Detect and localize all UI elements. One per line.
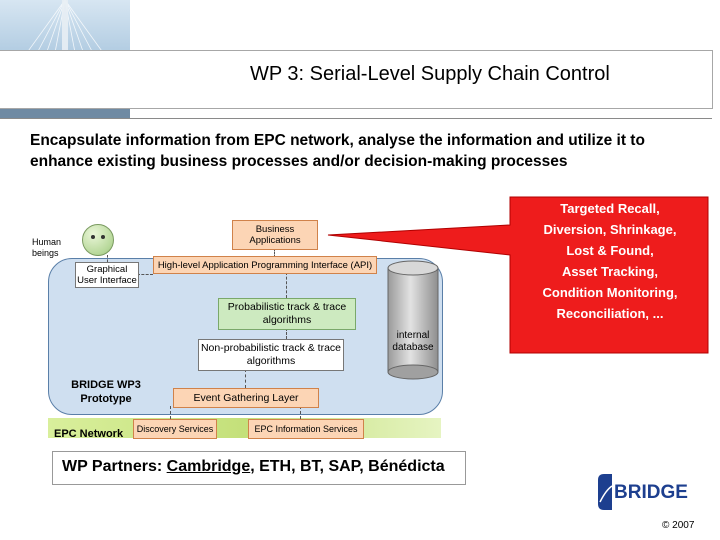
partners-prefix: WP Partners: — [62, 458, 163, 475]
connector-line — [300, 406, 301, 419]
bridge-prototype-label: BRIDGE WP3 Prototype — [71, 379, 141, 405]
connector-line — [137, 274, 153, 275]
bridge-logo-text: BRIDGE — [614, 482, 688, 503]
connector-line — [245, 369, 246, 388]
gui-box: Graphical User Interface — [75, 262, 139, 288]
intro-text: Encapsulate information from EPC network… — [30, 132, 645, 170]
api-label: High-level Application Programming Inter… — [157, 259, 373, 271]
business-applications-label: Business Applications — [249, 224, 301, 246]
use-case-line: Reconciliation, ... — [556, 306, 664, 321]
connector-line — [286, 328, 287, 339]
use-case-line: Condition Monitoring, — [542, 285, 678, 300]
use-case-line: Lost & Found, — [566, 243, 654, 258]
connector-line — [286, 272, 287, 298]
epc-information-services-box: EPC Information Services — [248, 419, 364, 439]
partners-rest: , ETH, BT, SAP, Bénédicta — [250, 458, 445, 475]
event-gathering-label: Event Gathering Layer — [193, 391, 299, 404]
database-cylinder-icon — [387, 260, 439, 380]
probabilistic-label: Probabilistic track & trace algorithms — [227, 301, 347, 326]
non-probabilistic-box: Non-probabilistic track & trace algorith… — [198, 339, 344, 371]
business-applications-box: Business Applications — [232, 220, 318, 250]
copyright: © 2007 — [662, 520, 695, 531]
use-case-line: Targeted Recall, — [560, 201, 660, 216]
connector-line — [274, 248, 275, 258]
title-frame — [0, 50, 713, 109]
bridge-logo-icon — [598, 474, 613, 510]
header-divider — [0, 118, 712, 119]
human-beings-label: Human beings — [32, 237, 62, 258]
partners-line: WP Partners: Cambridge, ETH, BT, SAP, Bé… — [62, 458, 445, 476]
use-cases-text: Targeted Recall, Diversion, Shrinkage, L… — [520, 198, 700, 324]
use-case-line: Diversion, Shrinkage, — [543, 222, 677, 237]
gui-label: Graphical User Interface — [77, 264, 137, 286]
partner-cambridge: Cambridge — [166, 458, 251, 475]
internal-database-label: internal database — [392, 330, 434, 353]
human-smiley-icon — [82, 224, 114, 256]
epc-network-label: EPC Network — [54, 428, 124, 440]
non-probabilistic-label: Non-probabilistic track & trace algorith… — [200, 342, 342, 367]
event-gathering-box: Event Gathering Layer — [173, 388, 319, 408]
use-cases-callout — [327, 196, 709, 354]
epc-information-services-label: EPC Information Services — [254, 423, 358, 434]
page-title: WP 3: Serial-Level Supply Chain Control — [250, 63, 610, 85]
partners-frame — [52, 451, 466, 485]
connector-line — [107, 255, 108, 262]
discovery-services-label: Discovery Services — [136, 423, 214, 434]
api-box: High-level Application Programming Inter… — [153, 256, 377, 274]
use-case-line: Asset Tracking, — [561, 264, 659, 279]
probabilistic-box: Probabilistic track & trace algorithms — [218, 298, 356, 330]
connector-line — [170, 406, 171, 419]
discovery-services-box: Discovery Services — [133, 419, 217, 439]
